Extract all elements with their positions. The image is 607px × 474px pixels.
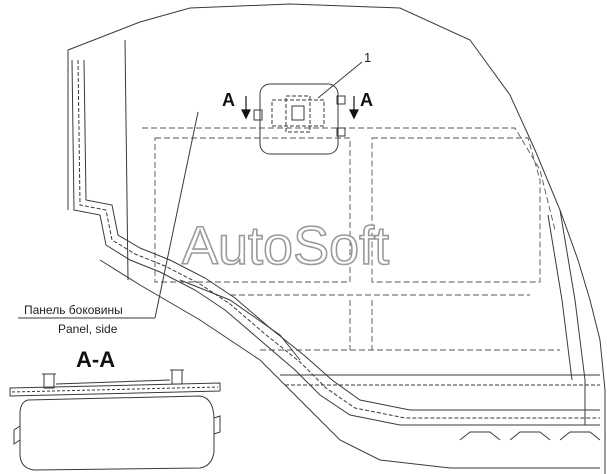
hidden-contours (142, 127, 560, 351)
panel-label-ru: Панель боковины (24, 303, 123, 317)
section-cut-arrows (241, 96, 359, 120)
panel-label-en: Panel, side (58, 322, 118, 336)
panel-label-leader (18, 111, 199, 319)
bracket-part-1 (253, 83, 346, 155)
side-panel-flange (71, 59, 600, 469)
section-view-title: A-A (76, 347, 115, 372)
body-outline (67, 3, 606, 474)
lower-ribs (459, 431, 601, 441)
section-marker-right: A (360, 90, 373, 110)
section-marker-left: A (222, 90, 235, 110)
callout-number: 1 (364, 50, 371, 65)
watermark: AutoSoft (182, 216, 389, 276)
section-view (9, 369, 221, 471)
callout-leader-1 (317, 61, 363, 99)
